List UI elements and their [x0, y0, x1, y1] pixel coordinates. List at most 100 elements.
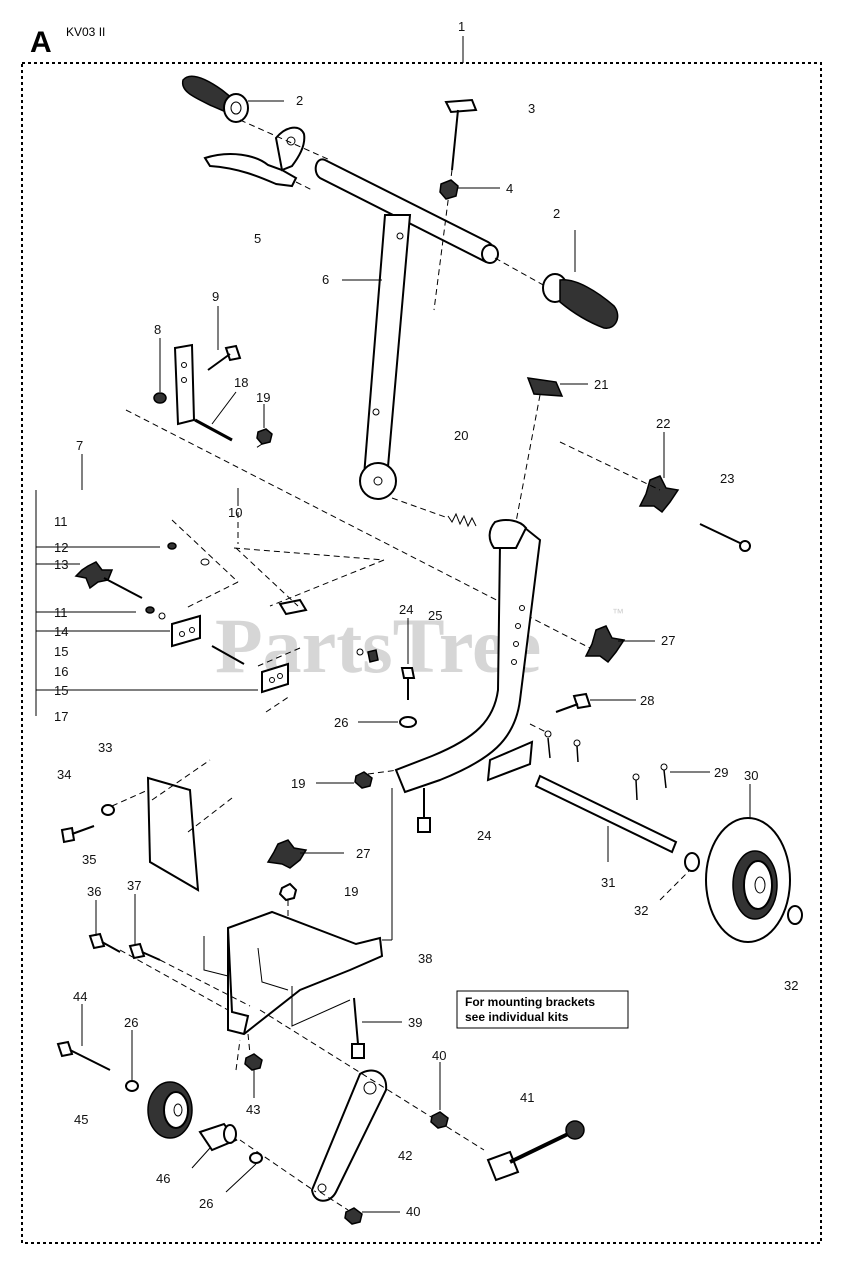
- nut-4: [439, 179, 459, 200]
- leader-axle: [529, 723, 547, 733]
- callout-label: 17: [54, 709, 68, 724]
- callout-label: 43: [246, 1102, 260, 1117]
- small-wheel-45: [147, 1081, 193, 1139]
- callout-label: 11: [54, 514, 68, 529]
- callout-label: 39: [408, 1015, 422, 1030]
- callout-label: 44: [73, 989, 87, 1004]
- callout-label: 22: [656, 416, 670, 431]
- bolt-39: [351, 997, 365, 1059]
- callout-leaders: [36, 100, 751, 1213]
- callout-label: 11: [54, 605, 68, 620]
- callout-label: 27: [356, 846, 370, 861]
- callout-label: 15: [54, 683, 68, 698]
- adjust-screw-10: [211, 598, 308, 665]
- callout-label: 2: [553, 206, 560, 221]
- callout-label: 19: [291, 776, 305, 791]
- washer-26-upper: [399, 716, 417, 728]
- callout-label: 19: [344, 884, 358, 899]
- star-knob-22: [638, 475, 751, 552]
- leader-lever-axis: [295, 181, 313, 191]
- callout-label: 4: [506, 181, 513, 196]
- callout-label: 19: [256, 390, 270, 405]
- cap-21: [526, 377, 564, 397]
- leader-group-d: [269, 559, 385, 607]
- callout-label: 5: [254, 231, 261, 246]
- callout-label: 41: [520, 1090, 534, 1105]
- callout-label: 45: [74, 1112, 88, 1127]
- leader-cap: [515, 394, 541, 523]
- base-bracket-38: [203, 910, 384, 1036]
- leader-grip-axis: [239, 119, 331, 161]
- spring-20: [447, 512, 477, 528]
- leader-group-c: [233, 547, 385, 561]
- callout-label: 37: [127, 878, 141, 893]
- brake-lever: [203, 126, 306, 188]
- callout-label: 28: [640, 693, 654, 708]
- leader-40-lower: [319, 1191, 349, 1211]
- washer-32-outer: [787, 905, 803, 925]
- callout-label: 30: [744, 768, 758, 783]
- callout-label: 26: [199, 1196, 213, 1211]
- rear-wheel-30: [705, 817, 791, 943]
- callout-label: 16: [54, 664, 68, 679]
- axle-31: [534, 774, 678, 854]
- leader-43: [247, 1033, 251, 1055]
- callout-labels: 2 3 4 2 5 6 9 8 18 19 7 11 10 12 13 11 1…: [54, 93, 798, 1219]
- callout-label: 13: [54, 557, 68, 572]
- pins-29: [544, 730, 668, 801]
- handle-bar: [314, 158, 499, 480]
- callout-label: 20: [454, 428, 468, 443]
- handle-rack-wheel: [359, 462, 397, 500]
- callout-label: 40: [406, 1204, 420, 1219]
- leader-plate-b: [187, 797, 233, 833]
- washer-35: [101, 804, 115, 816]
- left-grip: [181, 75, 249, 123]
- leader-32: [659, 869, 691, 901]
- callout-label: 36: [87, 884, 101, 899]
- bolt-24-lower: [417, 788, 431, 833]
- callout-label: 2: [296, 93, 303, 108]
- leader-group-f: [235, 547, 299, 607]
- callout-label: 24: [477, 828, 491, 843]
- locking-rod: [444, 98, 478, 171]
- washer-26-bottom: [249, 1152, 263, 1164]
- bolt-28: [555, 692, 592, 713]
- callout-label: 38: [418, 951, 432, 966]
- bolt-37: [128, 942, 161, 961]
- callout-label: 8: [154, 322, 161, 337]
- leader-group-g: [257, 647, 301, 667]
- leader-43b: [235, 1039, 241, 1071]
- leader-19: [255, 443, 263, 449]
- bolt-36: [88, 932, 121, 953]
- bolt-24-upper: [400, 667, 416, 700]
- callout-label: 40: [432, 1048, 446, 1063]
- leader-group-a: [171, 519, 239, 583]
- leader-35: [111, 789, 149, 807]
- pivot-bracket: [173, 343, 196, 426]
- star-knob-13: [74, 561, 143, 599]
- leader-arm-axis: [259, 1009, 485, 1151]
- nut-19-upper: [256, 428, 273, 445]
- callout-label: 32: [784, 978, 798, 993]
- callout-label: 31: [601, 875, 615, 890]
- washer-32-inner: [684, 852, 700, 872]
- leader-37: [159, 959, 251, 1007]
- washer-16: [356, 648, 364, 656]
- nut-16: [367, 649, 379, 663]
- lever-arm-42: [310, 1069, 388, 1202]
- callout-label: 21: [594, 377, 608, 392]
- leader-spring: [391, 497, 449, 519]
- callout-label: 33: [98, 740, 112, 755]
- star-knob-27: [584, 625, 626, 664]
- leader-36: [119, 949, 229, 1011]
- leader-group-h: [265, 695, 291, 713]
- callout-label: 23: [720, 471, 734, 486]
- callout-label: 26: [334, 715, 348, 730]
- main-frame: [394, 519, 542, 794]
- callout-label: 18: [234, 375, 248, 390]
- lift-handle-41: [486, 1120, 585, 1182]
- note-box: For mounting brackets see individual kit…: [456, 990, 629, 1029]
- leader-lower-axis: [239, 1139, 317, 1193]
- threaded-bar-18: [194, 418, 233, 442]
- model-name: KV03 II: [66, 25, 105, 39]
